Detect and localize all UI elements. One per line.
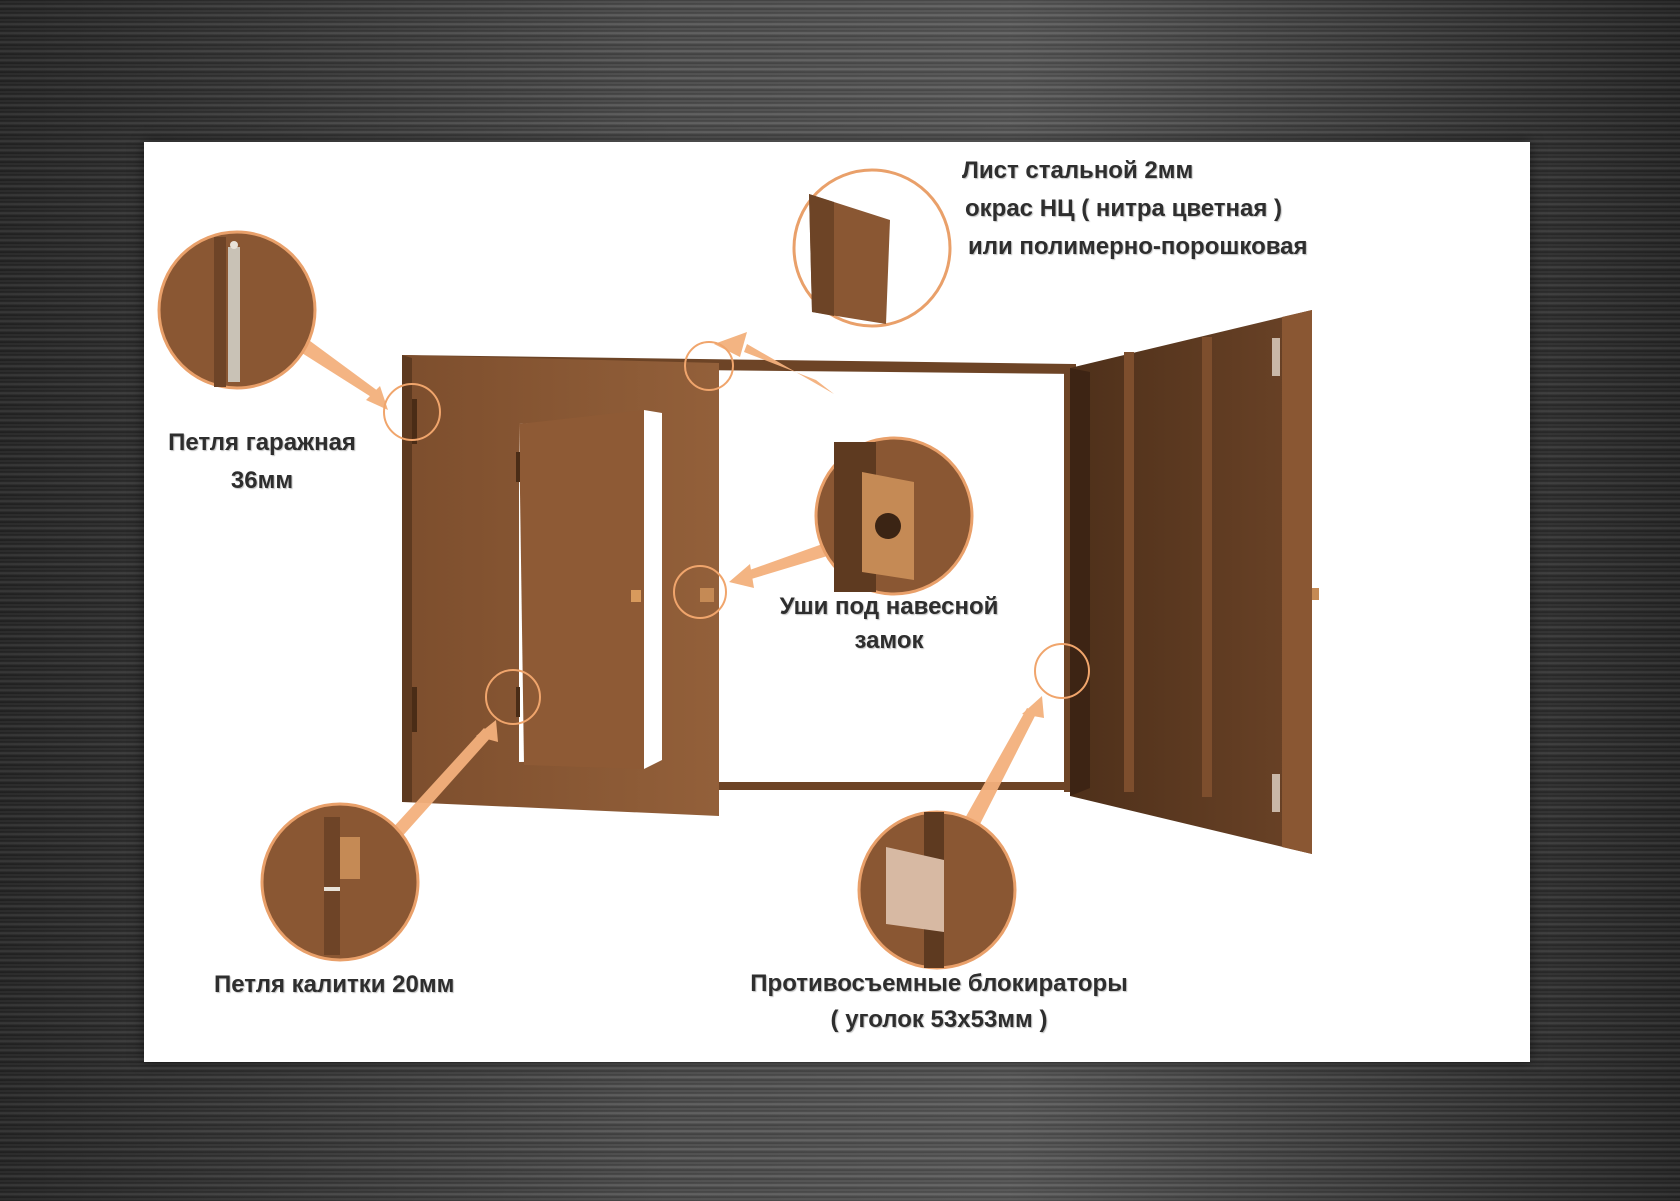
left-gate-leaf (402, 355, 719, 816)
zoom-anti-removal (857, 810, 1017, 970)
zoom-lock-ears (814, 436, 974, 596)
wicket-hinge-top (516, 452, 520, 482)
label-steel-sheet-line1: Лист стальной 2мм (962, 157, 1194, 184)
garage-hinge-top (412, 399, 417, 444)
label-garage-hinge-line1: Петля гаражная (168, 429, 356, 456)
wicket-hinge-bottom (516, 687, 520, 717)
diagram-panel: Лист стальной 2мм окрас НЦ ( нитра цветн… (144, 142, 1530, 1062)
zoom-steel-sheet (792, 168, 952, 328)
zoom-garage-hinge (157, 230, 317, 390)
callout-arrows (294, 332, 1044, 840)
arrow-lock-ears (744, 542, 834, 580)
label-steel-sheet-line2: окрас НЦ ( нитра цветная ) (965, 195, 1283, 222)
label-lock-ears-line2: замок (854, 627, 924, 654)
arrow-sheet (744, 344, 834, 394)
label-garage-hinge: Петля гаражная 36мм (162, 424, 362, 500)
lock-ear (700, 588, 714, 602)
marker-wicket-hinge (485, 669, 541, 725)
marker-circles (383, 341, 1090, 725)
garage-hinge-bottom (412, 687, 417, 732)
label-anti-removal: Противосъемные блокираторы ( уголок 53х5… (744, 966, 1134, 1038)
right-leaf-hinge-top (1272, 338, 1280, 376)
label-lock-ears: Уши под навесной замок (764, 590, 1014, 658)
wicket-door (519, 410, 644, 769)
label-anti-removal-line1: Противосъемные блокираторы (750, 970, 1128, 997)
marker-lock-ears (673, 565, 727, 619)
arrow-garage-hinge (294, 338, 382, 400)
arrow-wicket-hinge (389, 728, 492, 840)
marker-garage-hinge (383, 383, 441, 441)
gate-diagram (157, 168, 1319, 970)
marker-sheet (684, 341, 734, 391)
label-wicket-hinge: Петля калитки 20мм (214, 966, 454, 1004)
label-steel-sheet-line3: или полимерно-порошковая (968, 233, 1308, 260)
label-garage-hinge-line2: 36мм (230, 467, 294, 494)
label-steel-sheet: Лист стальной 2мм окрас НЦ ( нитра цветн… (962, 152, 1308, 266)
zoom-wicket-hinge (260, 802, 420, 962)
right-gate-leaf (1070, 310, 1319, 854)
right-leaf-hinge-bottom (1272, 774, 1280, 812)
right-lock-ear (1312, 588, 1319, 600)
label-lock-ears-line1: Уши под навесной (779, 593, 999, 620)
label-wicket-hinge-line1: Петля калитки 20мм (214, 971, 455, 998)
marker-anti-removal (1034, 643, 1090, 699)
arrow-anti-removal (964, 708, 1037, 828)
label-anti-removal-line2: ( уголок 53х53мм ) (830, 1006, 1048, 1033)
